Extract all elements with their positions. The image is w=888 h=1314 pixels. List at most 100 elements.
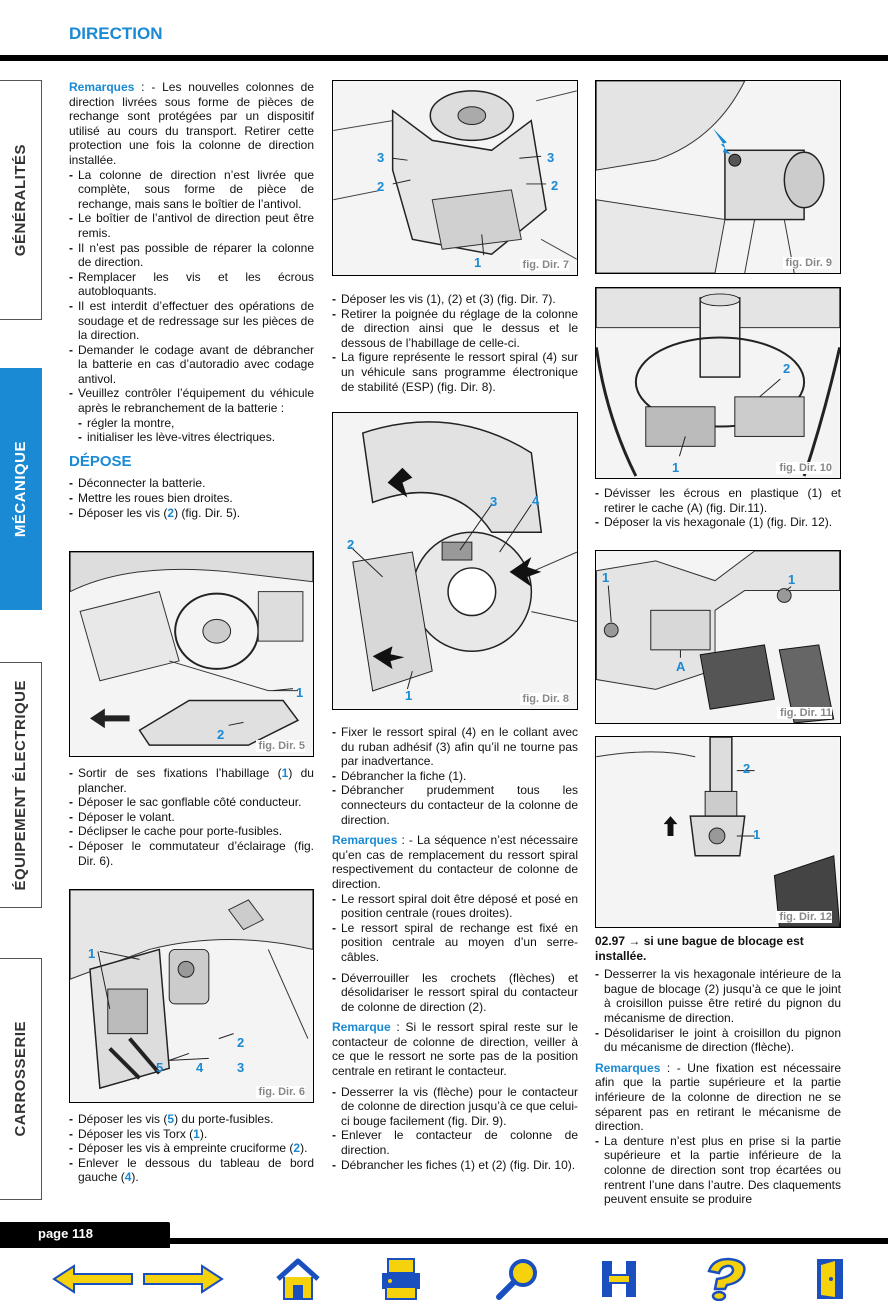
- home-button[interactable]: [272, 1256, 324, 1302]
- callout-label: 2: [347, 537, 355, 552]
- column-1-c: Déposer les vis (5) du porte-fusibles. D…: [69, 1112, 314, 1185]
- list-item: Débrancher prudemment tous les connecteu…: [332, 783, 578, 827]
- callout-label: 1: [753, 827, 761, 842]
- callout-label: 3: [547, 150, 555, 165]
- figure-caption: fig. Dir. 11: [777, 707, 832, 719]
- search-button[interactable]: [494, 1256, 540, 1302]
- list-item: Le ressort spiral doit être déposé et po…: [332, 892, 578, 921]
- index-icon: [602, 1261, 636, 1297]
- callout-label: 2: [217, 727, 225, 742]
- callout-label: 1: [602, 570, 610, 585]
- cover-drawing: [596, 551, 840, 723]
- list-item: Déposer les vis (5) du porte-fusibles.: [69, 1112, 314, 1127]
- list-item: Sortir de ses fixations l’habillage (1) …: [69, 766, 314, 795]
- tab-mecanique[interactable]: MÉCANIQUE: [0, 368, 42, 610]
- spiral-spring-drawing: [333, 413, 577, 709]
- sub-list-item: régler la montre,: [78, 416, 314, 431]
- column-2-b: Fixer le ressort spiral (4) en le collan…: [332, 725, 578, 1172]
- list-item: Fixer le ressort spiral (4) en le collan…: [332, 725, 578, 769]
- list-item: Débrancher les fiches (1) et (2) (fig. D…: [332, 1158, 578, 1173]
- list-item: Déposer les vis Torx (1).: [69, 1127, 314, 1142]
- cross-joint-drawing: [596, 737, 840, 927]
- remarks-label: Remarques: [69, 80, 135, 94]
- list-item: Déconnecter la batterie.: [69, 476, 314, 491]
- list-item: Enlever le dessous du tableau de bord ga…: [69, 1156, 314, 1185]
- remarks-2: Remarques : - La séquence n’est nécessai…: [332, 833, 578, 891]
- arrow-right-icon: [143, 1264, 224, 1294]
- exit-icon: [817, 1259, 843, 1299]
- prev-page-button[interactable]: [52, 1256, 134, 1302]
- figure-dir-5: 1 2 fig. Dir. 5: [69, 551, 314, 757]
- list-item: Déposer les vis (2) (fig. Dir. 5).: [69, 506, 314, 521]
- arrow-left-icon: [52, 1264, 133, 1294]
- callout-label: 1: [405, 688, 413, 703]
- footer-rule: [0, 1238, 888, 1244]
- list-item: Le boîtier de l’antivol de direction peu…: [69, 211, 314, 240]
- list-item: Désolidariser le joint à croisillon du p…: [595, 1026, 841, 1055]
- home-icon: [276, 1258, 320, 1300]
- tab-carrosserie[interactable]: CARROSSERIE: [0, 958, 42, 1200]
- callout-label: 2: [551, 178, 559, 193]
- index-button[interactable]: [596, 1256, 642, 1302]
- figure-caption: fig. Dir. 5: [255, 740, 305, 752]
- callout-label: 1: [672, 460, 680, 475]
- callout-label: 2: [783, 361, 791, 376]
- condition-title: 02.97 → si une bague de blocage est inst…: [595, 934, 804, 963]
- list-item: Il est interdit d’effectuer des opératio…: [69, 299, 314, 343]
- list-item: Déposer les vis à empreinte cruciforme (…: [69, 1141, 314, 1156]
- list-item: Déclipser le cache pour porte-fusibles.: [69, 824, 314, 839]
- column-3: Dévisser les écrous en plastique (1) et …: [595, 486, 841, 530]
- figure-caption: fig. Dir. 10: [776, 462, 832, 474]
- list-item: Enlever le contacteur de colonne de dire…: [332, 1128, 578, 1157]
- list-item: La figure représente le ressort spiral (…: [332, 350, 578, 394]
- tab-equipement-electrique[interactable]: ÉQUIPEMENT ÉLECTRIQUE: [0, 662, 42, 908]
- callout-label: 1: [474, 255, 482, 270]
- page-number: page 118: [38, 1226, 93, 1241]
- callout-label: 4: [196, 1060, 204, 1075]
- remarks-4: Remarques : - Une fixation est nécessair…: [595, 1060, 841, 1134]
- list-item: Veuillez contrôler l’équipement du véhic…: [69, 386, 314, 415]
- figure-dir-10: 2 1 fig. Dir. 10: [595, 287, 841, 479]
- search-icon: [496, 1259, 537, 1300]
- column-1: Remarques : - Les nouvelles colonnes de …: [69, 80, 314, 520]
- list-item: La denture n’est plus en prise si la par…: [595, 1134, 841, 1207]
- dashboard-drawing: [70, 552, 313, 756]
- page-title: DIRECTION: [69, 24, 163, 43]
- tab-generalites[interactable]: GÉNÉRALITÉS: [0, 80, 42, 320]
- callout-label: 1: [788, 572, 796, 587]
- column-switch-drawing: [596, 81, 840, 273]
- tab-label: CARROSSERIE: [12, 1021, 29, 1137]
- page-tab: [0, 1222, 170, 1248]
- callout-label: 1: [88, 946, 96, 961]
- exit-button[interactable]: [810, 1256, 850, 1302]
- print-button[interactable]: [378, 1256, 424, 1302]
- remarks-3: Remarque : Si le ressort spiral reste su…: [332, 1020, 578, 1079]
- callout-label: 2: [237, 1035, 245, 1050]
- callout-label: 3: [377, 150, 385, 165]
- help-button[interactable]: [698, 1256, 754, 1302]
- figure-dir-12: 2 1 fig. Dir. 12: [595, 736, 841, 928]
- help-icon: [707, 1257, 746, 1301]
- tab-label: MÉCANIQUE: [12, 440, 29, 538]
- callout-label: A: [676, 659, 686, 674]
- column-trim-drawing: [333, 81, 577, 275]
- list-item: Déposer les vis (1), (2) et (3) (fig. Di…: [332, 292, 578, 307]
- next-page-button[interactable]: [142, 1256, 224, 1302]
- figure-dir-6: 1 2 3 4 5 fig. Dir. 6: [69, 889, 314, 1103]
- callout-label: 3: [237, 1060, 245, 1075]
- top-rule: [0, 55, 888, 61]
- list-item: Desserrer la vis hexagonale intérieure d…: [595, 967, 841, 1025]
- figure-caption: fig. Dir. 12: [776, 911, 832, 923]
- figure-caption: fig. Dir. 9: [782, 257, 832, 269]
- connectors-drawing: [596, 288, 840, 478]
- list-item: Il n’est pas possible de réparer la colo…: [69, 241, 314, 270]
- column-2: Déposer les vis (1), (2) et (3) (fig. Di…: [332, 292, 578, 394]
- figure-caption: fig. Dir. 8: [519, 693, 569, 705]
- list-item: Déposer le volant.: [69, 810, 314, 825]
- tab-label: ÉQUIPEMENT ÉLECTRIQUE: [12, 679, 29, 891]
- column-3-b: 02.97 → si une bague de blocage est inst…: [595, 934, 841, 1207]
- callout-label: 4: [532, 493, 540, 508]
- section-title-depose: DÉPOSE: [69, 452, 132, 470]
- column-1-b: Sortir de ses fixations l’habillage (1) …: [69, 766, 314, 868]
- list-item: Desserrer la vis (flèche) pour le contac…: [332, 1085, 578, 1129]
